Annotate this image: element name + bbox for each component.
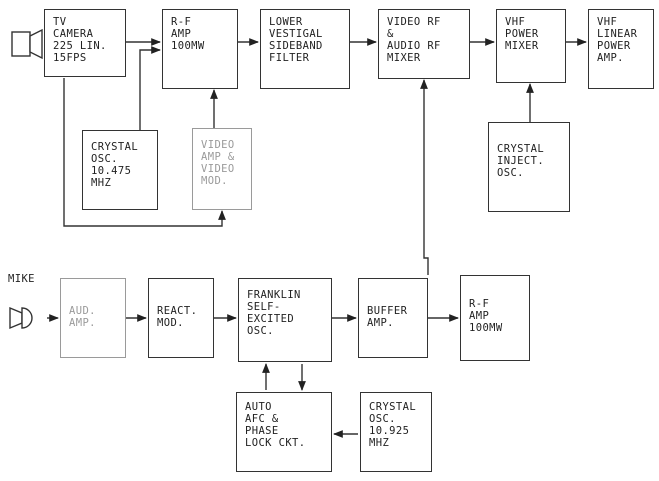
block-label: VIDEO bbox=[201, 139, 235, 151]
vhf-linear-power-amp-block: VHF LINEAR POWER AMP. bbox=[588, 9, 654, 89]
block-label: AMP. bbox=[69, 317, 96, 329]
block-label: VIDEO RF bbox=[387, 16, 441, 28]
rf-amp-block: R-F AMP 100mW bbox=[162, 9, 238, 89]
video-amp-mod-block: VIDEO AMP & VIDEO MOD. bbox=[192, 128, 252, 210]
microphone-icon bbox=[9, 306, 33, 330]
rf-amp-lower-block: R-F AMP 100mW bbox=[460, 275, 530, 361]
block-label: OSC. bbox=[497, 167, 524, 179]
block-label: VESTIGAL bbox=[269, 28, 323, 40]
block-label: CAMERA bbox=[53, 28, 94, 40]
crystal-osc-10925-block: CRYSTAL OSC. 10.925 MHz bbox=[360, 392, 432, 472]
afc-phase-lock-block: AUTO AFC & PHASE LOCK CKT. bbox=[236, 392, 332, 472]
block-label: FRANKLIN bbox=[247, 289, 301, 301]
sideband-filter-block: LOWER VESTIGAL SIDEBAND FILTER bbox=[260, 9, 350, 89]
block-label: SELF- bbox=[247, 301, 281, 313]
block-label: AUDIO RF bbox=[387, 40, 441, 52]
block-label: LOWER bbox=[269, 16, 303, 28]
block-label: EXCITED bbox=[247, 313, 295, 325]
block-label: CRYSTAL bbox=[497, 143, 545, 155]
block-label: FILTER bbox=[269, 52, 310, 64]
block-label: VIDEO bbox=[201, 163, 235, 175]
block-label: & bbox=[387, 28, 394, 40]
block-label: LINEAR bbox=[597, 28, 638, 40]
block-label: REACT. bbox=[157, 305, 198, 317]
camera-icon bbox=[11, 28, 43, 60]
block-label: SIDEBAND bbox=[269, 40, 323, 52]
block-label: TV bbox=[53, 16, 67, 28]
block-label: POWER bbox=[505, 28, 539, 40]
mike-label: MIKE bbox=[8, 273, 35, 285]
block-label: R-F bbox=[469, 298, 490, 310]
block-label: AFC & bbox=[245, 413, 279, 425]
block-label: LOCK CKT. bbox=[245, 437, 306, 449]
tv-camera-block: TV CAMERA 225 LIN. 15fps bbox=[44, 9, 126, 77]
block-label: 100mW bbox=[469, 322, 503, 334]
block-label: MHz bbox=[91, 177, 112, 189]
block-label: VHF bbox=[597, 16, 618, 28]
block-label: AMP & bbox=[201, 151, 235, 163]
block-label: POWER bbox=[597, 40, 631, 52]
video-audio-rf-mixer-block: VIDEO RF & AUDIO RF MIXER bbox=[378, 9, 470, 79]
block-label: OSC. bbox=[247, 325, 274, 337]
block-label: OSC. bbox=[369, 413, 396, 425]
franklin-osc-block: FRANKLIN SELF- EXCITED OSC. bbox=[238, 278, 332, 362]
block-label: AMP. bbox=[367, 317, 394, 329]
crystal-osc-10475-block: CRYSTAL OSC. 10.475 MHz bbox=[82, 130, 158, 210]
block-label: R-F bbox=[171, 16, 192, 28]
block-label: BUFFER bbox=[367, 305, 408, 317]
buffer-amp-block: BUFFER AMP. bbox=[358, 278, 428, 358]
crystal-inject-osc-block: CRYSTAL INJECT. OSC. bbox=[488, 122, 570, 212]
block-label: MOD. bbox=[201, 175, 228, 187]
block-label: MOD. bbox=[157, 317, 184, 329]
block-label: AUTO bbox=[245, 401, 272, 413]
block-label: 10.925 bbox=[369, 425, 410, 437]
block-label: AMP. bbox=[597, 52, 624, 64]
block-label: 100mW bbox=[171, 40, 205, 52]
block-label: MHz bbox=[369, 437, 390, 449]
block-label: AMP bbox=[469, 310, 490, 322]
block-label: 225 LIN. bbox=[53, 40, 107, 52]
block-label: OSC. bbox=[91, 153, 118, 165]
block-label: MIXER bbox=[505, 40, 539, 52]
block-label: INJECT. bbox=[497, 155, 545, 167]
block-label: 15fps bbox=[53, 52, 87, 64]
block-label: AMP bbox=[171, 28, 192, 40]
block-label: 10.475 bbox=[91, 165, 132, 177]
block-label: CRYSTAL bbox=[369, 401, 417, 413]
block-label: AUD. bbox=[69, 305, 96, 317]
block-label: CRYSTAL bbox=[91, 141, 139, 153]
block-label: PHASE bbox=[245, 425, 279, 437]
block-label: VHF bbox=[505, 16, 526, 28]
vhf-power-mixer-block: VHF POWER MIXER bbox=[496, 9, 566, 83]
block-label: MIXER bbox=[387, 52, 421, 64]
audio-amp-block: AUD. AMP. bbox=[60, 278, 126, 358]
reactance-mod-block: REACT. MOD. bbox=[148, 278, 214, 358]
